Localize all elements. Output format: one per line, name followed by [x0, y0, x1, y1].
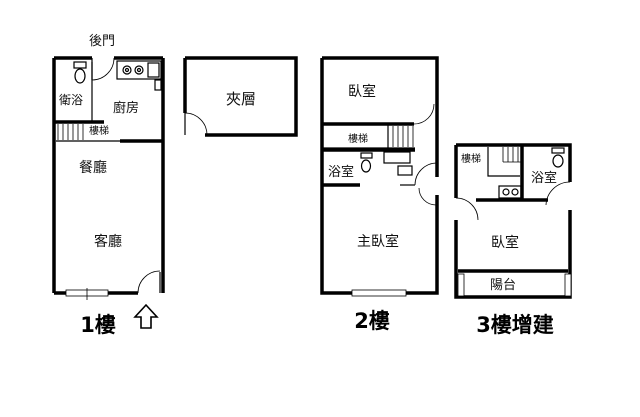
- floor2-master-bedroom-label: 主臥室: [357, 233, 399, 250]
- floor1-bathroom-label: 衛浴: [59, 93, 83, 107]
- floor-1-plan: [52, 56, 165, 300]
- floor1-kitchen-label: 廚房: [113, 100, 139, 116]
- floor1-stairs-label: 樓梯: [89, 124, 109, 137]
- mezzanine-plan: [183, 56, 298, 137]
- floor3-bedroom-label: 臥室: [491, 234, 519, 251]
- floor-2-plan: [320, 56, 439, 297]
- floor1-dining-label: 餐廳: [79, 159, 107, 176]
- floor2-bedroom-label: 臥室: [348, 83, 376, 100]
- floor2-stairs-label: 樓梯: [348, 132, 368, 145]
- floor1-living-label: 客廳: [94, 233, 122, 250]
- floor1-title: 1樓: [80, 313, 116, 337]
- floor1-back-door-label: 後門: [89, 34, 115, 49]
- floor3-stairs-label: 樓梯: [461, 152, 481, 165]
- floor2-title: 2樓: [354, 309, 390, 333]
- floor3-bathroom-label: 浴室: [531, 170, 557, 186]
- floor3-balcony-label: 陽台: [490, 278, 516, 293]
- floor-3-plan: [454, 143, 572, 299]
- mezzanine-label: 夾層: [226, 90, 256, 108]
- up-arrow-outline-icon: [133, 303, 159, 329]
- floor3-title: 3樓增建: [476, 313, 554, 337]
- floor2-bathroom-label: 浴室: [328, 164, 354, 180]
